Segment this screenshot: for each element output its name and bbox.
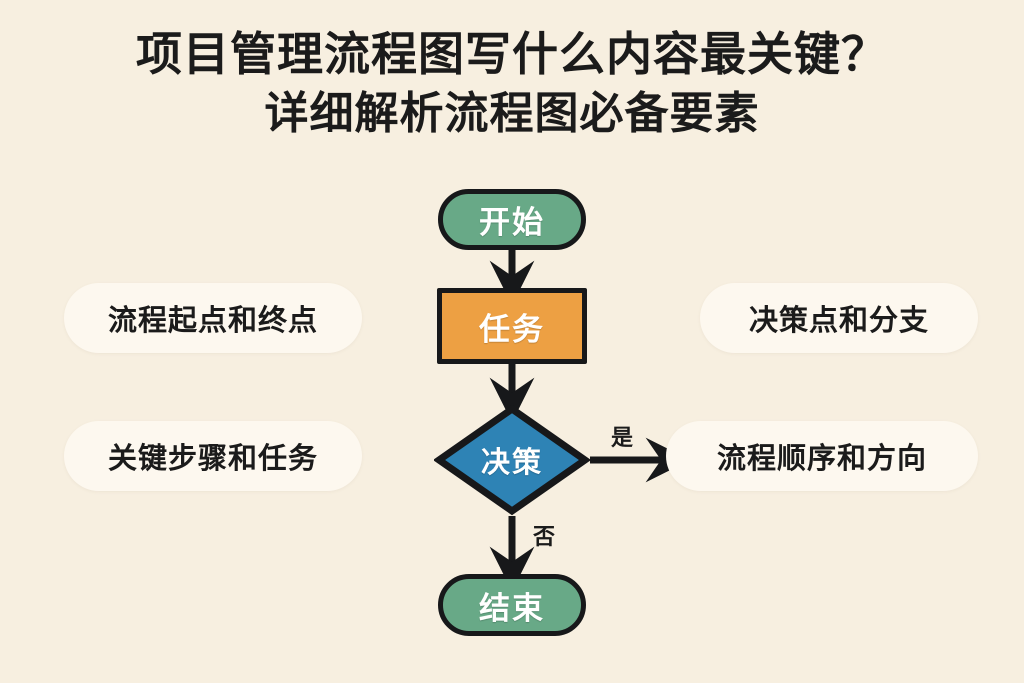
annotation-pill-key-steps: 关键步骤和任务 <box>64 421 362 491</box>
flowchart-node-task-label: 任务 <box>479 311 545 347</box>
annotation-pill-start-end-label: 流程起点和终点 <box>107 305 318 337</box>
flowchart-node-decision-label: 决策 <box>480 447 543 479</box>
flowchart-node-end[interactable]: 结束 <box>438 574 586 636</box>
annotation-pill-sequence-direction-label: 流程顺序和方向 <box>716 443 927 475</box>
branch-label-no: 否 <box>533 524 556 549</box>
page-title: 项目管理流程图写什么内容最关键？ 详细解析流程图必备要素 <box>0 24 1024 143</box>
flowchart-node-end-label: 结束 <box>479 590 545 626</box>
annotation-pill-decision-branch: 决策点和分支 <box>700 283 978 353</box>
branch-label-yes: 是 <box>611 425 634 450</box>
flowchart-node-start[interactable]: 开始 <box>438 189 586 250</box>
flowchart-node-decision[interactable]: 决策 <box>434 404 590 516</box>
annotation-pill-sequence-direction: 流程顺序和方向 <box>666 421 978 491</box>
annotation-pill-decision-branch-label: 决策点和分支 <box>748 305 929 337</box>
annotation-pill-key-steps-label: 关键步骤和任务 <box>107 443 318 475</box>
flowchart-node-task[interactable]: 任务 <box>437 288 587 364</box>
flowchart-node-start-label: 开始 <box>479 205 545 240</box>
diamond-shape-icon <box>434 404 590 516</box>
annotation-pill-start-end: 流程起点和终点 <box>64 283 362 353</box>
title-line-2: 详细解析流程图必备要素 <box>264 88 760 138</box>
title-line-1: 项目管理流程图写什么内容最关键？ <box>136 28 888 80</box>
